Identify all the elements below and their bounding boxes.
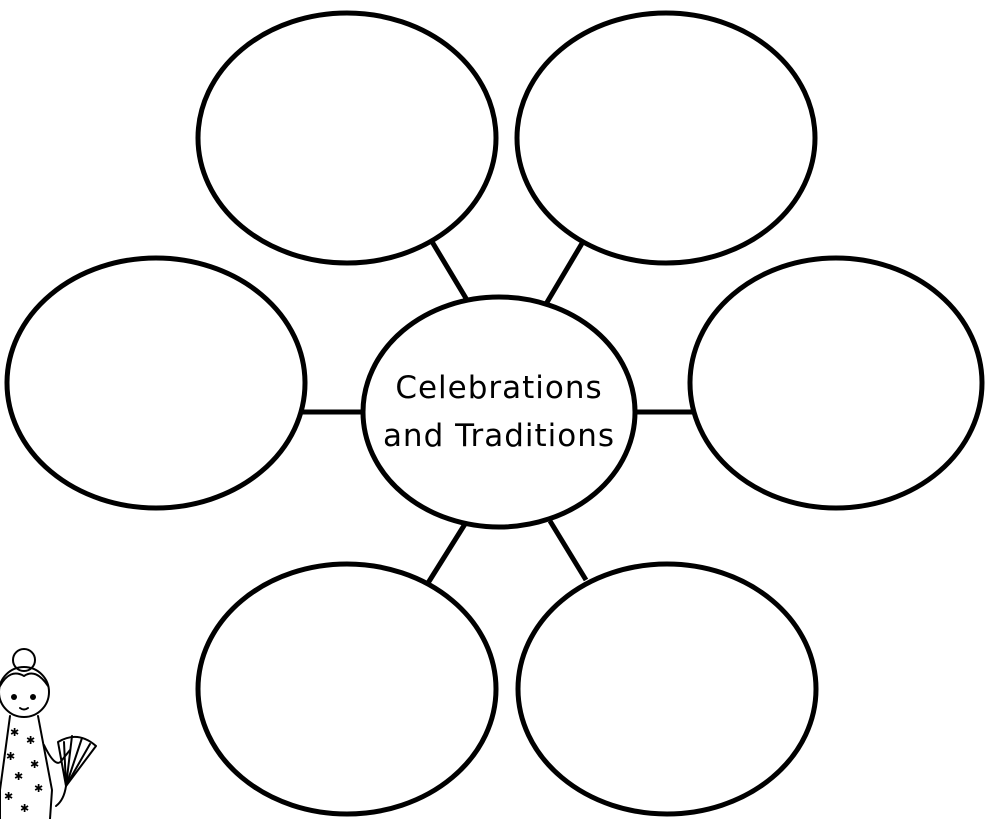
bubble-left[interactable] bbox=[7, 258, 305, 508]
bubble-bottom-left[interactable] bbox=[198, 564, 496, 814]
svg-text:✱: ✱ bbox=[10, 726, 19, 739]
girl-with-fan-icon: ✱ ✱ ✱ ✱ ✱ ✱ ✱ ✱ bbox=[0, 649, 96, 819]
svg-text:✱: ✱ bbox=[4, 790, 13, 803]
connector-bottom-left bbox=[428, 524, 465, 583]
bubble-top-right[interactable] bbox=[517, 13, 815, 263]
center-title-line2: and Traditions bbox=[383, 418, 615, 454]
bubble-right[interactable] bbox=[690, 258, 982, 508]
connector-top-right bbox=[546, 240, 584, 304]
svg-text:✱: ✱ bbox=[26, 734, 35, 747]
svg-text:✱: ✱ bbox=[34, 782, 43, 795]
center-bubble[interactable] bbox=[363, 297, 635, 527]
bubble-top-left[interactable] bbox=[198, 13, 496, 263]
svg-text:✱: ✱ bbox=[14, 770, 23, 783]
center-title-line1: Celebrations bbox=[395, 370, 602, 406]
connector-bottom-right bbox=[550, 521, 586, 580]
svg-text:✱: ✱ bbox=[20, 802, 29, 815]
svg-text:✱: ✱ bbox=[6, 750, 15, 763]
bubble-bottom-right[interactable] bbox=[518, 564, 816, 814]
svg-text:✱: ✱ bbox=[30, 758, 39, 771]
connector-top-left bbox=[428, 235, 467, 300]
